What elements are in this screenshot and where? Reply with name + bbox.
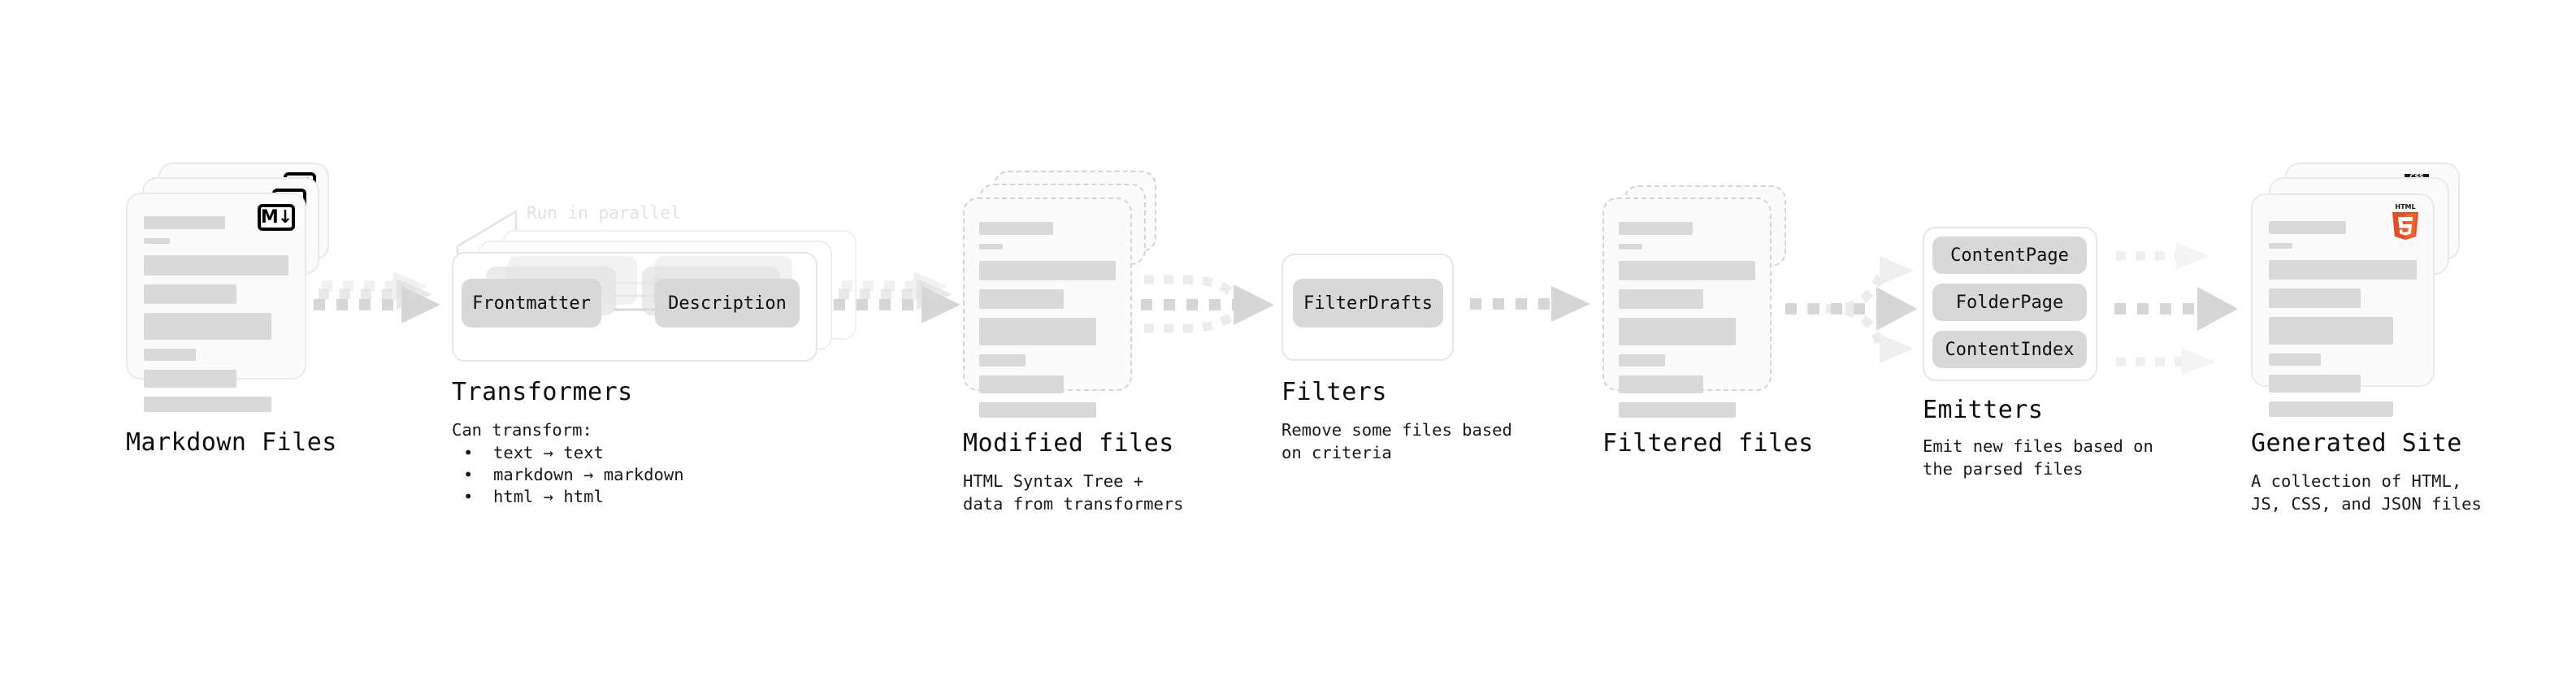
filters-description: Remove some files based on criteria (1281, 420, 1512, 462)
transformers-bullet-0: • text → text (463, 443, 604, 462)
content-bar (144, 313, 271, 340)
bullet-text: markdown → markdown (493, 465, 684, 484)
markdown-files-stack: M↓ M↓ M↓ (126, 163, 337, 423)
transformer-node-frontmatter[interactable]: Frontmatter (462, 279, 601, 327)
markdown-card-front: M↓ (126, 193, 306, 412)
content-bar (2269, 354, 2321, 366)
emitter-node-folderpage[interactable]: FolderPage (1932, 284, 2087, 321)
markdown-icon: M↓ (258, 204, 295, 231)
filters-caption: Filters (1281, 378, 1387, 406)
connector-md-to-transformers (314, 271, 440, 323)
modified-files-description: HTML Syntax Tree + data from transformer… (963, 471, 1184, 514)
modified-files-caption: Modified files (963, 429, 1174, 458)
content-bar (2269, 317, 2393, 345)
content-bar (979, 261, 1116, 280)
content-bar (979, 375, 1065, 393)
content-bar (144, 216, 225, 229)
emitters-description: Emit new files based on the parsed files (1923, 436, 2153, 479)
run-in-parallel-label: Run in parallel (527, 203, 681, 223)
filtered-card-front (1602, 197, 1772, 418)
content-bar (2269, 375, 2361, 393)
content-bar (2269, 288, 2361, 308)
modified-card-front (963, 197, 1132, 418)
filter-node-filterdrafts[interactable]: FilterDrafts (1293, 279, 1443, 327)
content-bar (144, 370, 236, 388)
bullet-text: html → html (493, 487, 604, 506)
transformer-node-description[interactable]: Description (655, 279, 800, 327)
content-bar (1619, 375, 1704, 393)
filtered-files-caption: Filtered files (1602, 429, 1814, 458)
content-bar (144, 255, 288, 275)
content-bar (144, 397, 271, 412)
emitter-node-contentindex[interactable]: ContentIndex (1932, 331, 2087, 368)
content-bar (144, 284, 236, 304)
content-bar (1619, 289, 1704, 309)
connector-emitters-to-site (2114, 242, 2238, 375)
content-bar (1619, 402, 1737, 418)
content-bar (979, 354, 1026, 367)
generated-site-stack: CSS JS HTML (2251, 163, 2478, 423)
markdown-files-caption: Markdown Files (126, 428, 337, 457)
content-bar (2269, 401, 2393, 417)
content-bar (2269, 221, 2346, 234)
content-bar (1619, 261, 1755, 280)
content-bar (2269, 260, 2417, 280)
modified-files-stack (963, 171, 1174, 431)
content-bar (1619, 244, 1642, 249)
content-bar (1619, 318, 1737, 345)
site-card-front: HTML (2251, 193, 2435, 417)
bullet-text: text → text (493, 443, 604, 462)
content-bar (979, 318, 1097, 345)
content-bar (2269, 243, 2293, 249)
content-bar (1619, 354, 1666, 367)
filtered-card-content (1619, 222, 1755, 427)
html5-wordmark: HTML (2395, 203, 2415, 210)
content-bar (1619, 222, 1693, 235)
generated-site-description: A collection of HTML, JS, CSS, and JSON … (2251, 471, 2482, 514)
markdown-card-content (144, 216, 288, 421)
filtered-files-stack (1602, 185, 1814, 445)
connector-modified-to-filters (1141, 275, 1274, 333)
emitters-caption: Emitters (1923, 396, 2044, 424)
html5-icon: HTML (2387, 202, 2423, 241)
content-bar (979, 222, 1053, 235)
transformers-caption: Transformers (452, 378, 633, 406)
modified-card-content (979, 222, 1116, 427)
site-card-content (2269, 221, 2417, 426)
content-bar (979, 289, 1065, 309)
content-bar (979, 244, 1003, 249)
content-bar (144, 238, 171, 244)
emitter-node-contentpage[interactable]: ContentPage (1932, 236, 2087, 274)
generated-site-caption: Generated Site (2251, 429, 2462, 458)
connector-filters-to-filtered (1470, 286, 1590, 322)
connector-transformers-to-modified (834, 271, 961, 323)
transformers-bullet-1: • markdown → markdown (463, 465, 684, 484)
transformers-bullet-2: • html → html (463, 487, 604, 506)
content-bar (979, 402, 1097, 418)
connector-filtered-to-emitters (1785, 256, 1917, 363)
transformers-description: Can transform: (452, 420, 592, 440)
content-bar (144, 349, 197, 361)
